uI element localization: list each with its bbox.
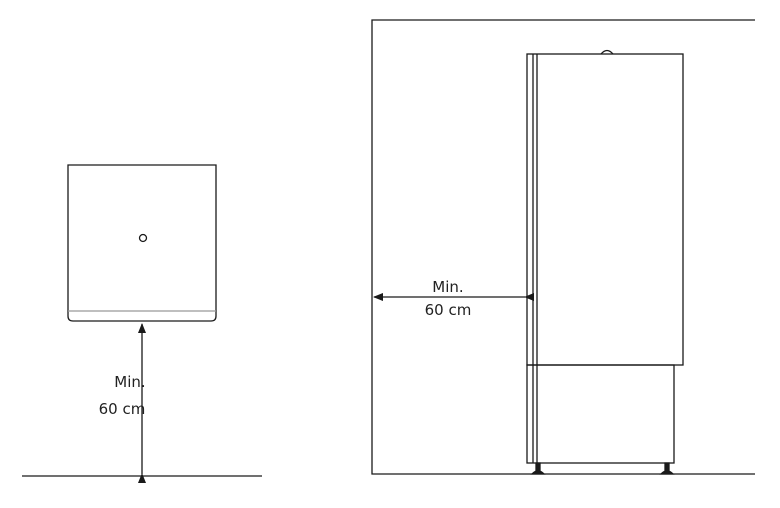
cabinet-upper — [526, 53, 684, 366]
room-frame — [371, 19, 755, 475]
right-label-min: Min. — [432, 278, 463, 296]
right-label-distance: 60 cm — [425, 301, 472, 319]
cabinet-top-knob — [600, 49, 614, 55]
cabinet-lower — [526, 364, 675, 464]
cabinet-foot-right — [659, 462, 675, 475]
left-label-min: Min. — [114, 373, 145, 391]
cabinet-foot-left — [530, 462, 546, 475]
wall-unit — [67, 164, 217, 322]
left-label-distance: 60 cm — [99, 400, 146, 418]
wall-unit-knob — [138, 233, 148, 243]
